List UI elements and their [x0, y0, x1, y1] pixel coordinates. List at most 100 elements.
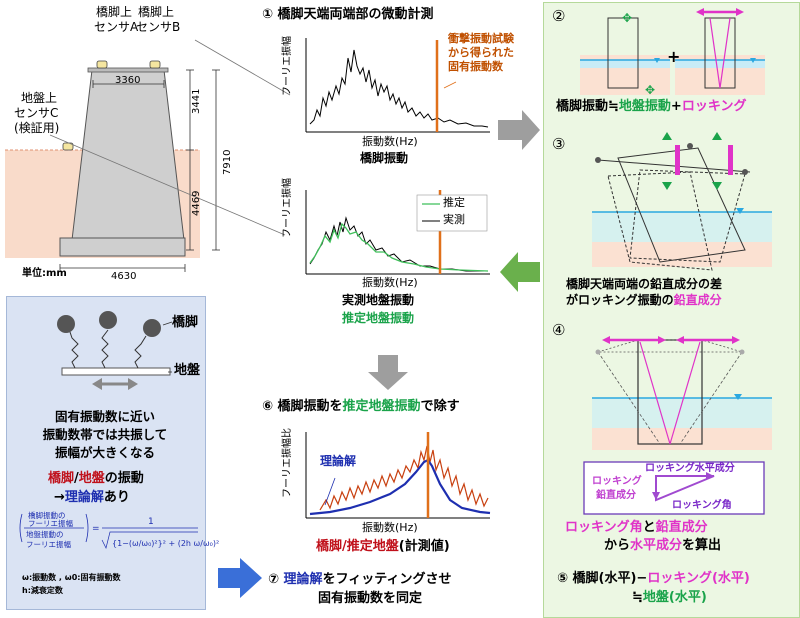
- blue-ground-label: 地盤: [174, 363, 201, 378]
- blue-theory-line: →理論解あり: [54, 490, 130, 506]
- svg-text:{1−(ω/ω₀)²}² + (2h ω/ω₀)²: {1−(ω/ω₀)²}² + (2h ω/ω₀)²: [112, 539, 219, 548]
- sensor-b-label-line1: 橋脚上: [138, 5, 175, 19]
- step5-b: ロッキング(水平): [647, 571, 750, 586]
- formula-den-1: 地盤振動の: [26, 530, 64, 539]
- step7-highlight: 理論解: [283, 572, 323, 587]
- step7-line1-rest: をフィッティングさせ: [322, 572, 452, 587]
- step3-line2-a: がロッキング振動の: [566, 293, 674, 307]
- blue-pier-label: 橋脚: [172, 315, 199, 330]
- step2-num: ②: [552, 7, 566, 25]
- box-horizontal-label: ロッキング水平成分: [645, 463, 735, 474]
- step1-xlabel: 振動数(Hz): [362, 135, 418, 148]
- step1-annotation-1: 衝撃振動試験: [448, 32, 514, 45]
- step6-caption-b: (計測値): [398, 539, 450, 554]
- sensor-c-label-line1: 地盤上: [21, 91, 58, 105]
- dim-base: 4630: [111, 271, 137, 282]
- blue-text-1: 固有振動数に近い: [54, 409, 155, 424]
- step5-d: 地盤(水平): [642, 590, 707, 605]
- right-process-panel: [543, 2, 800, 618]
- blue-ratio-a: 橋脚: [48, 471, 75, 486]
- sensor-c-label-line3: (検証用): [14, 121, 60, 135]
- blue-text-3: 振幅が大きくなる: [54, 445, 155, 460]
- step4-line1-c: 鉛直成分: [655, 520, 708, 535]
- step7-line2: 固有振動数を同定: [318, 591, 423, 606]
- step4-line1: ロッキング角と鉛直成分: [565, 520, 708, 536]
- step3-line2: がロッキング振動の鉛直成分: [566, 293, 722, 308]
- step4-line1-b: と: [642, 520, 656, 535]
- dim-top: 3360: [115, 75, 141, 86]
- step3-line2-b: 鉛直成分: [673, 293, 722, 307]
- step6-prefix: ⑥ 橋脚振動を: [262, 399, 343, 414]
- step5-line2: ≒地盤(水平): [632, 590, 707, 606]
- step4-line2-a: から: [604, 538, 631, 553]
- step4-line2: から水平成分を算出: [604, 538, 722, 554]
- box-angle-label: ロッキング角: [672, 500, 732, 511]
- blue-ratio-b: 地盤: [78, 471, 105, 486]
- sensor-a-label-line1: 橋脚上: [96, 5, 133, 19]
- svg-text:=: =: [92, 524, 100, 534]
- box-vertical-label-1: ロッキング: [592, 476, 642, 487]
- step2-text-b: 地盤振動: [618, 99, 671, 114]
- step6-caption: 橋脚/推定地盤(計測値): [316, 539, 450, 555]
- step2-caption: 橋脚振動≒地盤振動+ロッキング: [556, 99, 747, 115]
- blue-ratio-c: の振動: [104, 471, 144, 486]
- step3-line1: 橋脚天端両端の鉛直成分の差: [566, 277, 723, 291]
- step1-annotation-3: 固有振動数: [448, 60, 503, 73]
- legend-estimated: 推定: [443, 196, 465, 209]
- step4-line1-a: ロッキング角: [565, 520, 643, 535]
- step2-text-d: ロッキング: [681, 99, 747, 114]
- sensor-b-label-line2: センサB: [136, 20, 181, 34]
- step2-text-a: 橋脚振動≒: [556, 99, 619, 114]
- formula-legend-1: ω:振動数 , ω0:固有振動数: [22, 573, 121, 582]
- blue-text-2: 振動数帯では共振して: [42, 427, 168, 442]
- formula-legend-2: h:減衰定数: [22, 586, 63, 595]
- step7-line1: ⑦ 理論解をフィッティングさせ: [268, 572, 452, 588]
- step2-text-c: +: [670, 99, 682, 114]
- theory-label: 理論解: [320, 454, 357, 468]
- blue-arrow-c: あり: [103, 490, 130, 505]
- step6-highlight: 推定地盤振動: [342, 399, 421, 414]
- caption-measured-ground: 実測地盤振動: [342, 293, 415, 307]
- step6-xlabel: 振動数(Hz): [362, 521, 418, 534]
- legend-measured: 実測: [443, 213, 465, 226]
- step6-title: ⑥ 橋脚振動を推定地盤振動で除す: [262, 399, 460, 415]
- svg-text:1: 1: [148, 517, 154, 527]
- formula-num-2: フーリエ振幅: [28, 519, 73, 528]
- blue-ratio-line: 橋脚/地盤の振動: [48, 471, 144, 487]
- blue-arrow-b: 理論解: [64, 490, 104, 505]
- step5-line1: ⑤ 橋脚(水平)−ロッキング(水平): [557, 571, 750, 587]
- step1-title: ① 橋脚天端両端部の微動計測: [262, 7, 434, 22]
- step1-caption: 橋脚振動: [360, 151, 409, 165]
- step5-c: ≒: [632, 590, 643, 605]
- blue-arrow-a: →: [54, 490, 65, 505]
- step3-num: ③: [552, 135, 566, 153]
- resonance-explanation-panel: [6, 296, 206, 610]
- formula-den-2: フーリエ振幅: [26, 540, 71, 549]
- step1-annotation-2: から得られた: [448, 46, 514, 59]
- svg-text:✥: ✥: [645, 83, 655, 97]
- svg-text:+: +: [667, 47, 680, 66]
- sensor-c-label-line2: センサC: [14, 106, 59, 120]
- step6-suffix: で除す: [420, 399, 460, 414]
- ground-xlabel: 振動数(Hz): [362, 276, 418, 289]
- step6-caption-a: 橋脚/推定地盤: [316, 539, 399, 554]
- box-vertical-label-2: 鉛直成分: [596, 490, 636, 501]
- step7-num: ⑦: [268, 572, 280, 587]
- step4-num: ④: [552, 321, 566, 339]
- sensor-a-label-line2: センサA: [94, 20, 139, 34]
- step4-line2-b: 水平成分: [630, 538, 683, 553]
- step4-line2-c: を算出: [682, 538, 722, 553]
- formula-num-1: 橋脚振動の: [28, 511, 66, 520]
- caption-estimated-ground: 推定地盤振動: [342, 311, 415, 325]
- unit-label: 単位:mm: [22, 268, 67, 279]
